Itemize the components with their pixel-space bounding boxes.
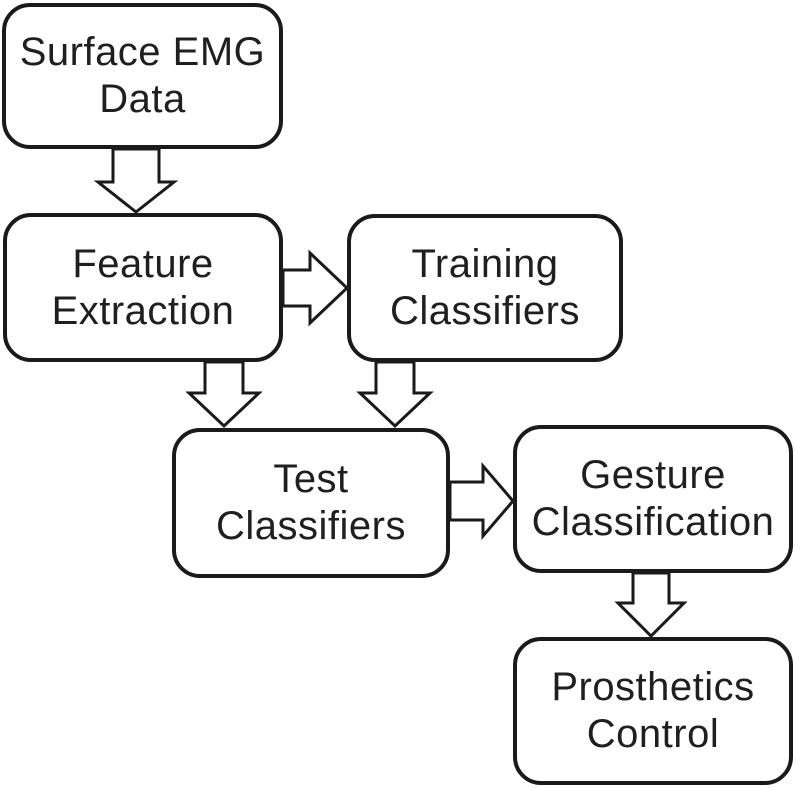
node-label-line: Classifiers bbox=[216, 504, 406, 548]
arrow-gesture-classification-to-prosthetics-control bbox=[614, 571, 688, 639]
node-label-line: Control bbox=[586, 712, 720, 756]
node-surface-emg-data: Surface EMG Data bbox=[2, 3, 283, 149]
node-gesture-classification: Gesture Classification bbox=[513, 425, 793, 573]
arrow-test-classifiers-to-gesture-classification bbox=[448, 461, 515, 541]
node-training-classifiers: Training Classifiers bbox=[347, 214, 623, 362]
node-label-line: Gesture bbox=[580, 453, 726, 497]
node-label-line: Classifiers bbox=[390, 289, 580, 333]
node-label-line: Test bbox=[273, 457, 349, 501]
node-prosthetics-control: Prosthetics Control bbox=[513, 637, 793, 785]
node-label-line: Extraction bbox=[51, 288, 235, 333]
node-label-line: Data bbox=[99, 77, 186, 121]
node-test-classifiers: Test Classifiers bbox=[172, 428, 450, 578]
node-label-line: Prosthetics bbox=[551, 665, 755, 709]
node-feature-extraction: Feature Extraction bbox=[3, 213, 283, 362]
arrow-surface-emg-to-feature-extraction bbox=[93, 147, 179, 214]
arrow-feature-extraction-to-training-classifiers bbox=[281, 249, 350, 327]
arrow-feature-extraction-to-test-classifiers bbox=[185, 360, 263, 429]
node-label-line: Classification bbox=[531, 500, 775, 544]
node-label-line: Surface EMG bbox=[19, 30, 266, 74]
arrow-training-classifiers-to-test-classifiers bbox=[356, 360, 434, 429]
node-label-line: Feature bbox=[72, 241, 214, 286]
node-label-line: Training bbox=[411, 242, 559, 286]
